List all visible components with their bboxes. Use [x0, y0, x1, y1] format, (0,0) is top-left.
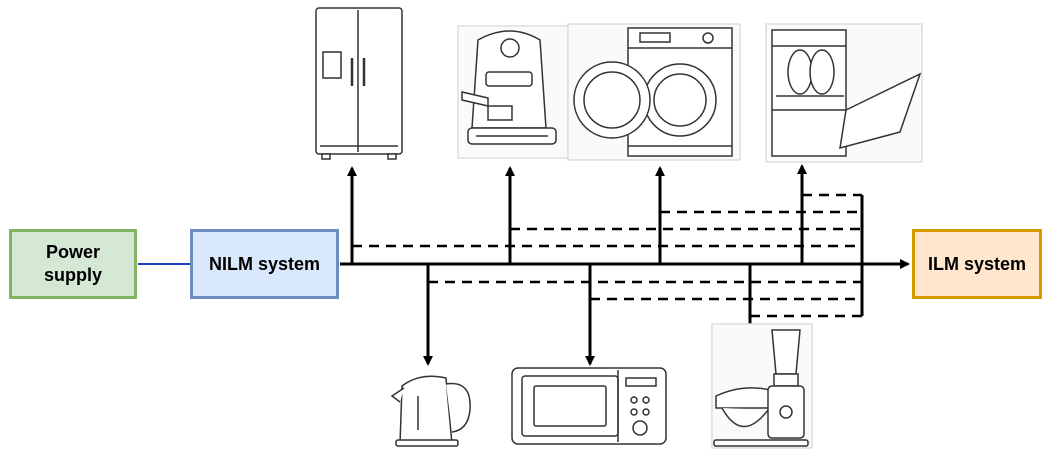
nilm-system-label: NILM system	[209, 253, 320, 276]
power-supply-box: Power supply	[9, 229, 137, 299]
power-supply-label: Power supply	[44, 241, 102, 287]
food-processor-icon	[712, 324, 812, 448]
microwave-icon	[512, 368, 666, 444]
refrigerator-icon	[316, 8, 402, 159]
ilm-system-label: ILM system	[928, 253, 1026, 276]
ilm-system-box: ILM system	[912, 229, 1042, 299]
nilm-system-box: NILM system	[190, 229, 339, 299]
washing-machine-icon	[568, 24, 740, 160]
dishwasher-icon	[766, 24, 922, 162]
kettle-icon	[392, 376, 470, 446]
coffee-machine-icon	[458, 26, 568, 158]
